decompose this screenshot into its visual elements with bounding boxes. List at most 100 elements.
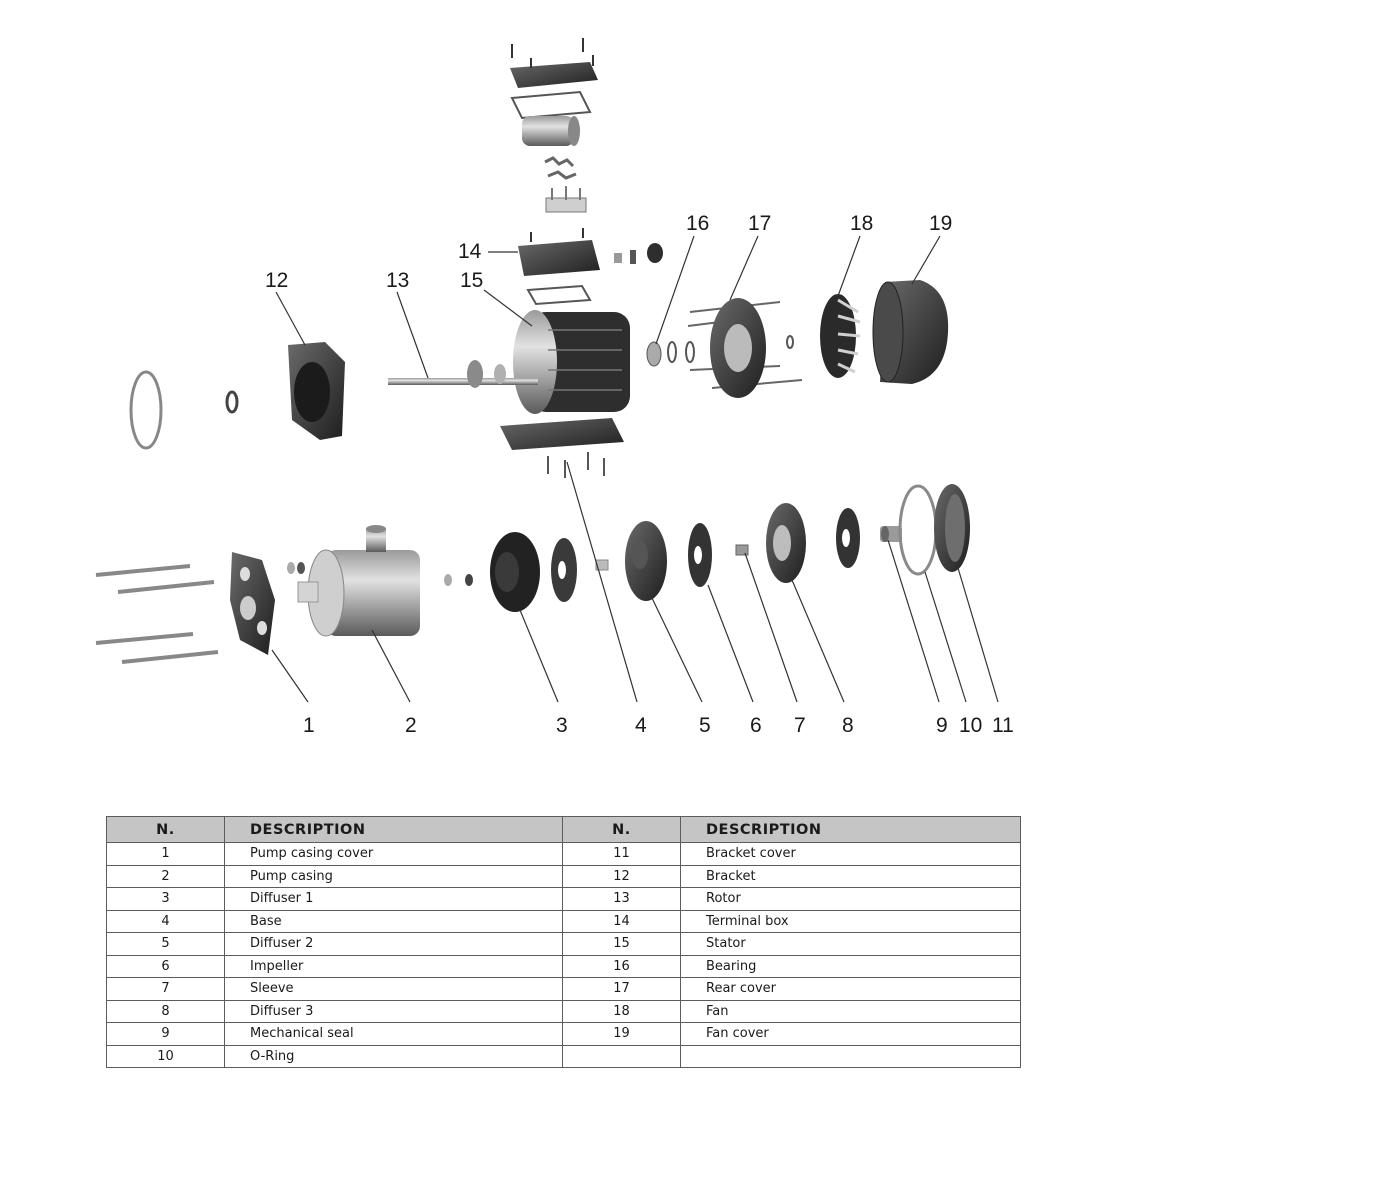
bracket-o-ring — [129, 370, 163, 450]
part-number: 9 — [106, 1022, 225, 1046]
callout-4: 4 — [635, 714, 647, 737]
callout-6: 6 — [750, 714, 762, 737]
callout-5: 5 — [699, 714, 711, 737]
pump-casing-cover — [230, 552, 275, 655]
bracket — [288, 342, 345, 440]
part-description: Diffuser 1 — [224, 887, 563, 911]
part-description: Base — [224, 909, 563, 933]
header-description-right: DESCRIPTION — [680, 816, 1021, 843]
callout-19: 19 — [929, 212, 952, 235]
part-description: Mechanical seal — [224, 1022, 563, 1046]
capacitor — [522, 116, 580, 146]
callout-9: 9 — [936, 714, 948, 737]
header-n-right: N. — [562, 816, 681, 843]
callout-12: 12 — [265, 269, 288, 292]
header-description-left: DESCRIPTION — [224, 816, 563, 843]
part-number: 15 — [562, 932, 681, 956]
diffuser-1 — [490, 532, 540, 612]
bearing-ring-b — [685, 341, 695, 363]
callout-17: 17 — [748, 212, 771, 235]
table-row: 3 Diffuser 1 13 Rotor — [106, 887, 1021, 911]
leader-lines — [271, 235, 999, 703]
bearing-ring-a — [667, 341, 677, 363]
o-ring — [898, 484, 938, 576]
rear-cover — [687, 298, 803, 398]
part-description: Rotor — [680, 887, 1021, 911]
table-row: 8 Diffuser 3 18 Fan — [106, 999, 1021, 1023]
terminal-box-cover — [510, 38, 598, 88]
part-number: 17 — [562, 977, 681, 1001]
part-description: Bracket — [680, 864, 1021, 888]
bearing — [646, 341, 662, 367]
part-number: 8 — [106, 999, 225, 1023]
table-row: 6 Impeller 16 Bearing — [106, 954, 1021, 978]
part-number: 5 — [106, 932, 225, 956]
table-row: 9 Mechanical seal 19 Fan cover — [106, 1022, 1021, 1046]
part-number: 14 — [562, 909, 681, 933]
part-description: Fan cover — [680, 1022, 1021, 1046]
fan — [820, 294, 861, 378]
part-description: Bearing — [680, 954, 1021, 978]
part-number: 16 — [562, 954, 681, 978]
part-description: Impeller — [224, 954, 563, 978]
part-number: 6 — [106, 954, 225, 978]
casing-washers — [287, 562, 473, 586]
part-number: 10 — [106, 1044, 225, 1068]
tie-rods — [95, 564, 219, 664]
part-number: 7 — [106, 977, 225, 1001]
part-description: Stator — [680, 932, 1021, 956]
rotor-shaft — [388, 360, 538, 388]
callout-8: 8 — [842, 714, 854, 737]
terminal-block — [544, 156, 587, 213]
part-number: 12 — [562, 864, 681, 888]
cable-gland — [614, 243, 663, 264]
part-number: 11 — [562, 842, 681, 866]
part-number: 3 — [106, 887, 225, 911]
part-description: Diffuser 2 — [224, 932, 563, 956]
stator-gasket — [526, 284, 592, 306]
table-row: 2 Pump casing 12 Bracket — [106, 864, 1021, 888]
callout-14: 14 — [458, 240, 482, 263]
sleeve-2 — [735, 544, 749, 556]
diffuser-2 — [625, 521, 667, 601]
bracket-cover — [934, 484, 970, 572]
terminal-box — [518, 228, 600, 276]
part-description — [680, 1044, 1021, 1068]
pump-casing — [297, 525, 420, 637]
part-number: 2 — [106, 864, 225, 888]
part-description: Diffuser 3 — [224, 999, 563, 1023]
exploded-pump-diagram: 1 2 3 4 5 6 7 8 9 10 11 12 13 14 15 16 1… — [95, 38, 1014, 737]
part-description: Bracket cover — [680, 842, 1021, 866]
motor-base — [500, 418, 624, 478]
callout-16: 16 — [686, 212, 709, 235]
table-row: 10 O-Ring — [106, 1044, 1021, 1068]
bracket-washer — [225, 390, 239, 414]
part-description: Pump casing — [224, 864, 563, 888]
callout-numbers: 1 2 3 4 5 6 7 8 9 10 11 12 13 14 15 16 1… — [265, 212, 1014, 737]
diffuser-3 — [766, 503, 806, 583]
part-description: Terminal box — [680, 909, 1021, 933]
sleeve-1 — [595, 559, 609, 571]
callout-15: 15 — [460, 269, 483, 292]
parts-table-header: N. DESCRIPTION N. DESCRIPTION — [106, 816, 1021, 843]
table-row: 5 Diffuser 2 15 Stator — [106, 932, 1021, 956]
callout-1: 1 — [303, 714, 315, 737]
table-row: 1 Pump casing cover 11 Bracket cover — [106, 842, 1021, 866]
callout-13: 13 — [386, 269, 409, 292]
callout-11: 11 — [992, 714, 1014, 737]
impeller-3 — [836, 508, 860, 568]
part-number: 1 — [106, 842, 225, 866]
parts-table: N. DESCRIPTION N. DESCRIPTION 1 Pump cas… — [106, 816, 1021, 1068]
part-number: 18 — [562, 999, 681, 1023]
small-ring — [786, 335, 794, 349]
terminal-box-gasket — [510, 90, 592, 120]
part-description: Rear cover — [680, 977, 1021, 1001]
part-description: Fan — [680, 999, 1021, 1023]
part-number — [562, 1044, 681, 1068]
part-number: 4 — [106, 909, 225, 933]
part-description: O-Ring — [224, 1044, 563, 1068]
part-number: 13 — [562, 887, 681, 911]
callout-3: 3 — [556, 714, 568, 737]
callout-18: 18 — [850, 212, 873, 235]
callout-7: 7 — [794, 714, 806, 737]
